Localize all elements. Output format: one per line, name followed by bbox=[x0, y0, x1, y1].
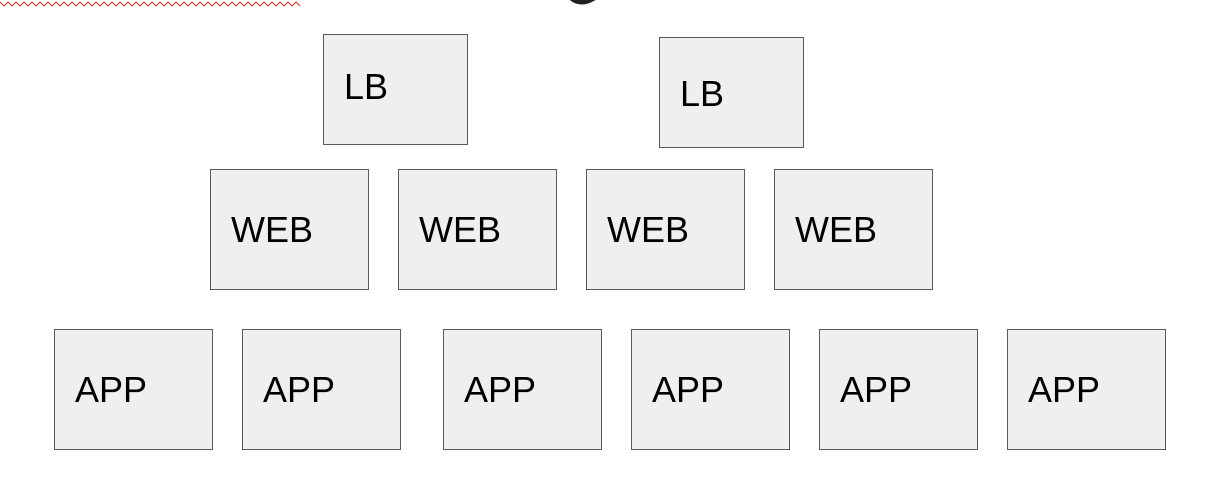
node-label: APP bbox=[1028, 368, 1101, 410]
node-label: LB bbox=[680, 72, 725, 114]
node-label: LB bbox=[344, 65, 389, 107]
node-label: APP bbox=[840, 368, 913, 410]
app-node-3[interactable]: APP bbox=[443, 329, 602, 450]
lb-node-1[interactable]: LB bbox=[323, 34, 468, 145]
node-label: WEB bbox=[795, 208, 878, 250]
web-node-1[interactable]: WEB bbox=[210, 169, 369, 290]
spellcheck-squiggle bbox=[0, 1, 300, 7]
node-label: APP bbox=[652, 368, 725, 410]
web-node-4[interactable]: WEB bbox=[774, 169, 933, 290]
node-label: APP bbox=[464, 368, 537, 410]
app-node-6[interactable]: APP bbox=[1007, 329, 1166, 450]
node-label: APP bbox=[263, 368, 336, 410]
node-label: APP bbox=[75, 368, 148, 410]
node-label: WEB bbox=[231, 208, 314, 250]
app-node-1[interactable]: APP bbox=[54, 329, 213, 450]
app-node-5[interactable]: APP bbox=[819, 329, 978, 450]
app-node-2[interactable]: APP bbox=[242, 329, 401, 450]
web-node-2[interactable]: WEB bbox=[398, 169, 557, 290]
title-fragment bbox=[569, 0, 596, 5]
lb-node-2[interactable]: LB bbox=[659, 37, 804, 148]
web-node-3[interactable]: WEB bbox=[586, 169, 745, 290]
node-label: WEB bbox=[607, 208, 690, 250]
app-node-4[interactable]: APP bbox=[631, 329, 790, 450]
node-label: WEB bbox=[419, 208, 502, 250]
